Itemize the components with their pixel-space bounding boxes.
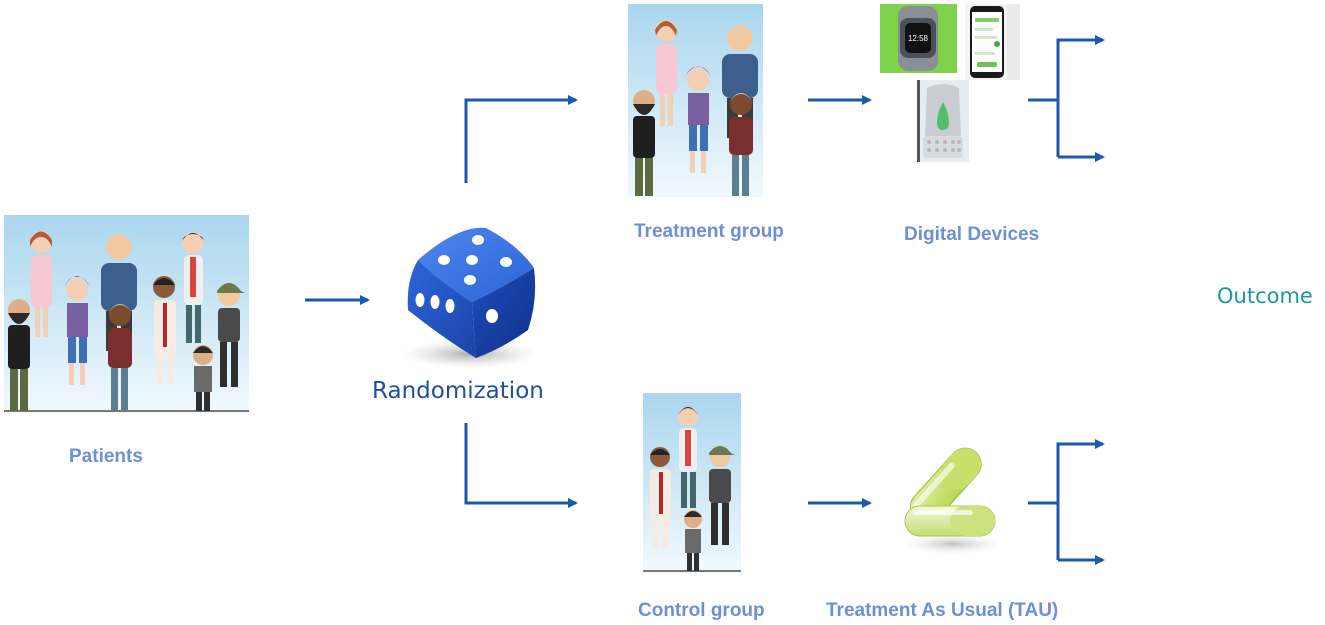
person-small-boy-icon xyxy=(193,345,213,411)
person-man-kurta-icon xyxy=(153,276,176,384)
digital-devices-label: Digital Devices xyxy=(904,224,1040,245)
die-icon xyxy=(388,220,548,370)
person-woman-tall-icon xyxy=(678,407,698,508)
person-old-woman-icon xyxy=(729,93,753,196)
tau-label: Treatment As Usual (TAU) xyxy=(826,600,1059,621)
arrow-randomization-to-treatment xyxy=(464,95,578,183)
diffuser-image xyxy=(917,80,969,162)
smartwatch-image: 12:58 xyxy=(880,4,957,73)
person-man-cap-icon xyxy=(709,446,735,545)
person-man-cap-icon xyxy=(217,283,245,387)
person-boy-redhair-icon xyxy=(685,66,711,173)
arrow-tau-to-outcome xyxy=(1028,439,1105,565)
watch-time: 12:58 xyxy=(908,34,929,43)
patients-illustration xyxy=(4,215,249,413)
person-woman-pink-icon xyxy=(30,231,52,337)
outcome-label: Outcome xyxy=(1217,284,1313,308)
randomization-label: Randomization xyxy=(372,378,544,404)
control-group-illustration xyxy=(643,393,741,573)
capsule-icon xyxy=(895,440,1005,555)
person-boy-redhair-icon xyxy=(64,276,90,385)
person-small-boy-icon xyxy=(684,510,702,571)
arrow-randomization-to-control xyxy=(464,423,578,508)
person-bearded-man-icon xyxy=(8,299,30,411)
person-woman-pink-icon xyxy=(655,20,677,126)
person-old-woman-icon xyxy=(108,304,132,410)
arrow-devices-to-outcome xyxy=(1028,35,1105,162)
person-woman-tall-icon xyxy=(182,232,204,343)
control-group-label: Control group xyxy=(638,600,765,621)
treatment-group-label: Treatment group xyxy=(634,221,784,242)
treatment-group-illustration xyxy=(628,4,763,197)
patients-label: Patients xyxy=(69,446,143,467)
person-bearded-man-icon xyxy=(633,90,655,196)
smartphone-image xyxy=(965,4,1020,80)
person-man-kurta-icon xyxy=(650,447,671,549)
